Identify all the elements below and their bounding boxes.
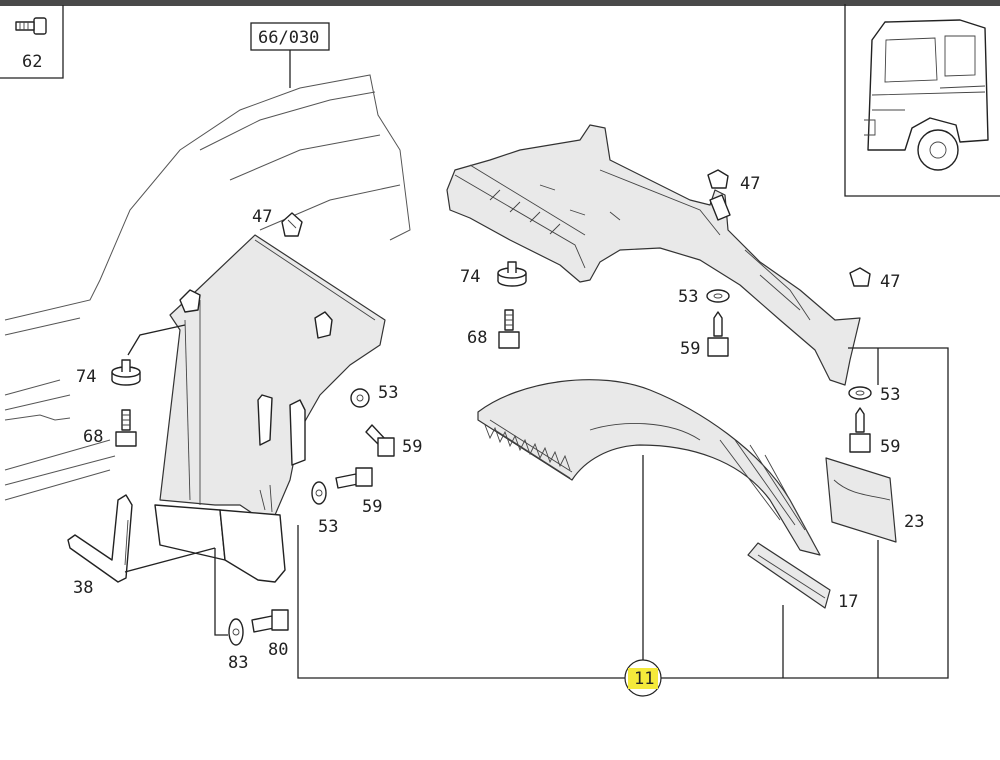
strip-17-icon <box>747 542 831 609</box>
reference-label: 66/030 <box>258 28 319 48</box>
washer-53-right-lower-icon <box>848 386 872 400</box>
reference-box: 66/030 <box>250 22 330 88</box>
washer-53-right-upper-icon <box>706 289 730 303</box>
callout-74-left: 74 <box>76 367 96 387</box>
clip-47-left-icon <box>281 212 303 237</box>
callout-53-left-upper: 53 <box>378 383 398 403</box>
callout-53-left-lower: 53 <box>318 517 338 537</box>
callout-59-left-lower: 59 <box>362 497 382 517</box>
callout-38: 38 <box>73 578 93 598</box>
bolt-68-right-icon <box>498 309 520 349</box>
right-wheelhouse-panel <box>446 124 861 386</box>
callout-74-right: 74 <box>460 267 480 287</box>
assembly-leader-lines <box>297 347 949 679</box>
callout-80: 80 <box>268 640 288 660</box>
callout-47-right-upper: 47 <box>740 174 760 194</box>
bolt-68-left-icon <box>115 409 137 447</box>
callout-59-right-lower: 59 <box>880 437 900 457</box>
screw-59-left-lower-icon <box>335 467 373 489</box>
callout-53-right-lower: 53 <box>880 385 900 405</box>
screw-59-right-upper-icon <box>707 311 729 357</box>
callout-11: 11 <box>634 669 654 689</box>
truck-inset <box>844 4 1000 197</box>
screw-59-left-upper-icon <box>365 424 395 457</box>
callout-62-box: 62 <box>0 5 64 79</box>
callout-68-right: 68 <box>467 328 487 348</box>
window-top-bar <box>0 0 1000 6</box>
callout-53-right-upper: 53 <box>678 287 698 307</box>
washer-53-left-lower-icon <box>311 481 327 505</box>
pad-74-left-icon <box>111 359 141 386</box>
screw-59-right-lower-icon <box>849 407 871 453</box>
bolt-62-icon <box>15 17 47 35</box>
callout-68-left: 68 <box>83 427 103 447</box>
callout-47-right-lower: 47 <box>880 272 900 292</box>
callout-59-left-upper: 59 <box>402 437 422 457</box>
callout-83: 83 <box>228 653 248 673</box>
bolt-80-icon <box>251 609 289 633</box>
left-wheel-arch-liner <box>154 234 386 583</box>
pad-74-right-icon <box>497 261 527 287</box>
clip-47-right-lower-icon <box>849 267 871 287</box>
clip-47-right-upper-icon <box>707 169 729 189</box>
callout-23: 23 <box>904 512 924 532</box>
vehicle-body-outline <box>4 74 411 501</box>
plate-23-icon <box>825 457 897 543</box>
bracket-38-icon <box>67 494 133 583</box>
mudguard-11-part <box>477 379 821 556</box>
assembly-11-marker[interactable]: 11 <box>624 659 662 697</box>
callout-59-right-upper: 59 <box>680 339 700 359</box>
callout-62: 62 <box>22 52 42 72</box>
washer-53-left-icon <box>350 388 370 408</box>
washer-83-icon <box>228 618 244 646</box>
callout-17: 17 <box>838 592 858 612</box>
callout-47-left: 47 <box>252 207 272 227</box>
